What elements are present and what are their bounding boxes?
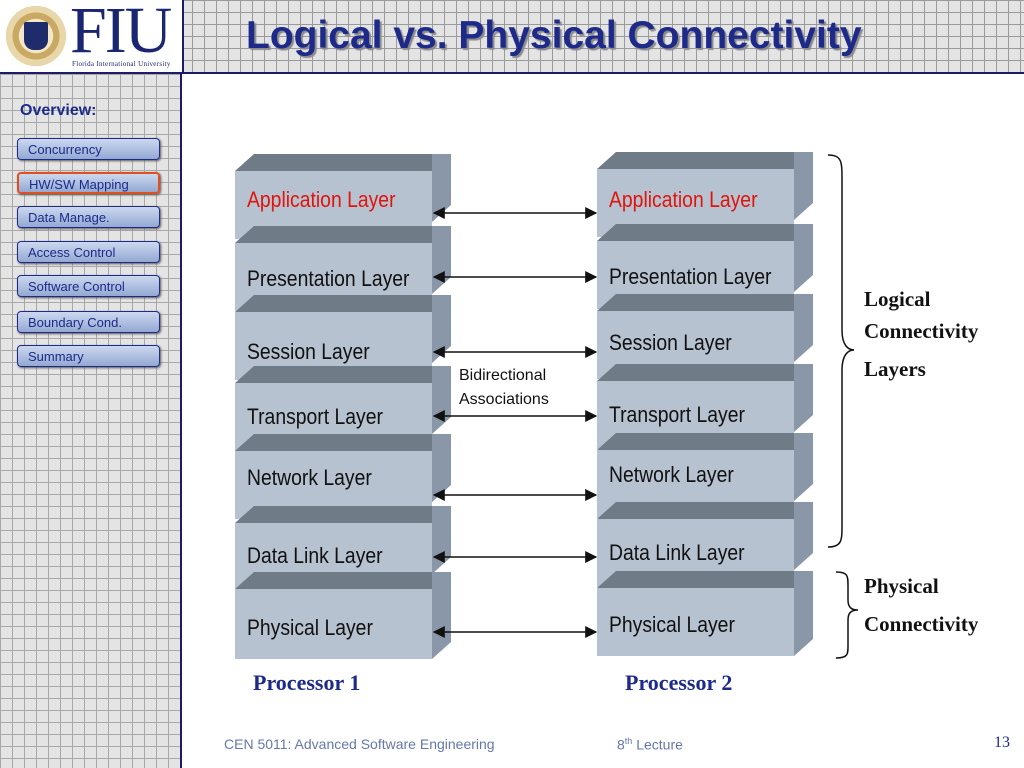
p2-presentation-layer: Presentation Layer <box>609 264 772 289</box>
overview-sidebar: Overview: Concurrency HW/SW Mapping Data… <box>0 74 182 768</box>
lecture-number: 8 <box>617 736 625 753</box>
logical-connectivity-label: Logical Connectivity Layers <box>864 283 978 385</box>
p1-session-layer: Session Layer <box>247 339 370 364</box>
nav-hw-sw-mapping-button[interactable]: HW/SW Mapping <box>17 172 160 194</box>
p2-network-layer: Network Layer <box>609 462 734 487</box>
slide-header: FIU Florida International University Log… <box>0 0 1024 74</box>
nav-access-control-button[interactable]: Access Control <box>17 241 160 263</box>
overview-heading: Overview: <box>20 102 97 119</box>
lecture-word: Lecture <box>632 736 683 753</box>
p2-physical-layer: Physical Layer <box>609 612 735 637</box>
note-line-2: Associations <box>459 391 549 408</box>
p1-network-layer: Network Layer <box>247 465 372 490</box>
p1-presentation-layer: Presentation Layer <box>247 266 410 291</box>
nav-software-control-button[interactable]: Software Control <box>17 275 160 297</box>
nav-data-manage-button[interactable]: Data Manage. <box>17 206 160 228</box>
logical-label-line-1: Logical <box>864 287 931 311</box>
processor-1-label: Processor 1 <box>253 670 361 695</box>
p1-application-layer: Application Layer <box>247 187 396 212</box>
logical-connectivity-brace <box>827 154 855 548</box>
footer-lecture: 8th Lecture <box>617 736 683 753</box>
nav-concurrency-button[interactable]: Concurrency <box>17 138 160 160</box>
p1-physical-layer: Physical Layer <box>247 615 373 640</box>
nav-summary-button[interactable]: Summary <box>17 345 160 367</box>
physical-connectivity-brace <box>835 571 859 659</box>
university-seal-icon <box>6 6 66 66</box>
logical-label-line-3: Layers <box>864 357 926 381</box>
nav-boundary-cond-button[interactable]: Boundary Cond. <box>17 311 160 333</box>
note-line-1: Bidirectional <box>459 367 547 384</box>
p2-transport-layer: Transport Layer <box>609 402 745 427</box>
lecture-superscript: th <box>624 736 633 746</box>
p1-data-link-layer: Data Link Layer <box>247 543 383 568</box>
logical-label-line-2: Connectivity <box>864 319 979 343</box>
p1-transport-layer: Transport Layer <box>247 404 383 429</box>
slide-title: Logical vs. Physical Connectivity <box>246 14 862 57</box>
physical-connectivity-label: Physical Connectivity <box>864 567 978 643</box>
logo-text: FIU <box>70 0 172 67</box>
fiu-logo: FIU Florida International University <box>0 0 184 72</box>
p2-data-link-layer: Data Link Layer <box>609 540 745 565</box>
page-number: 13 <box>994 734 1010 751</box>
physical-label-line-2: Connectivity <box>864 612 979 636</box>
p2-session-layer: Session Layer <box>609 330 732 355</box>
processor-2-label: Processor 2 <box>625 670 733 695</box>
p2-application-layer: Application Layer <box>609 187 758 212</box>
bidirectional-associations-note: Bidirectional Associations <box>459 364 549 412</box>
physical-label-line-1: Physical <box>864 574 939 598</box>
footer-course: CEN 5011: Advanced Software Engineering <box>224 736 495 752</box>
logo-subtitle: Florida International University <box>72 60 171 68</box>
